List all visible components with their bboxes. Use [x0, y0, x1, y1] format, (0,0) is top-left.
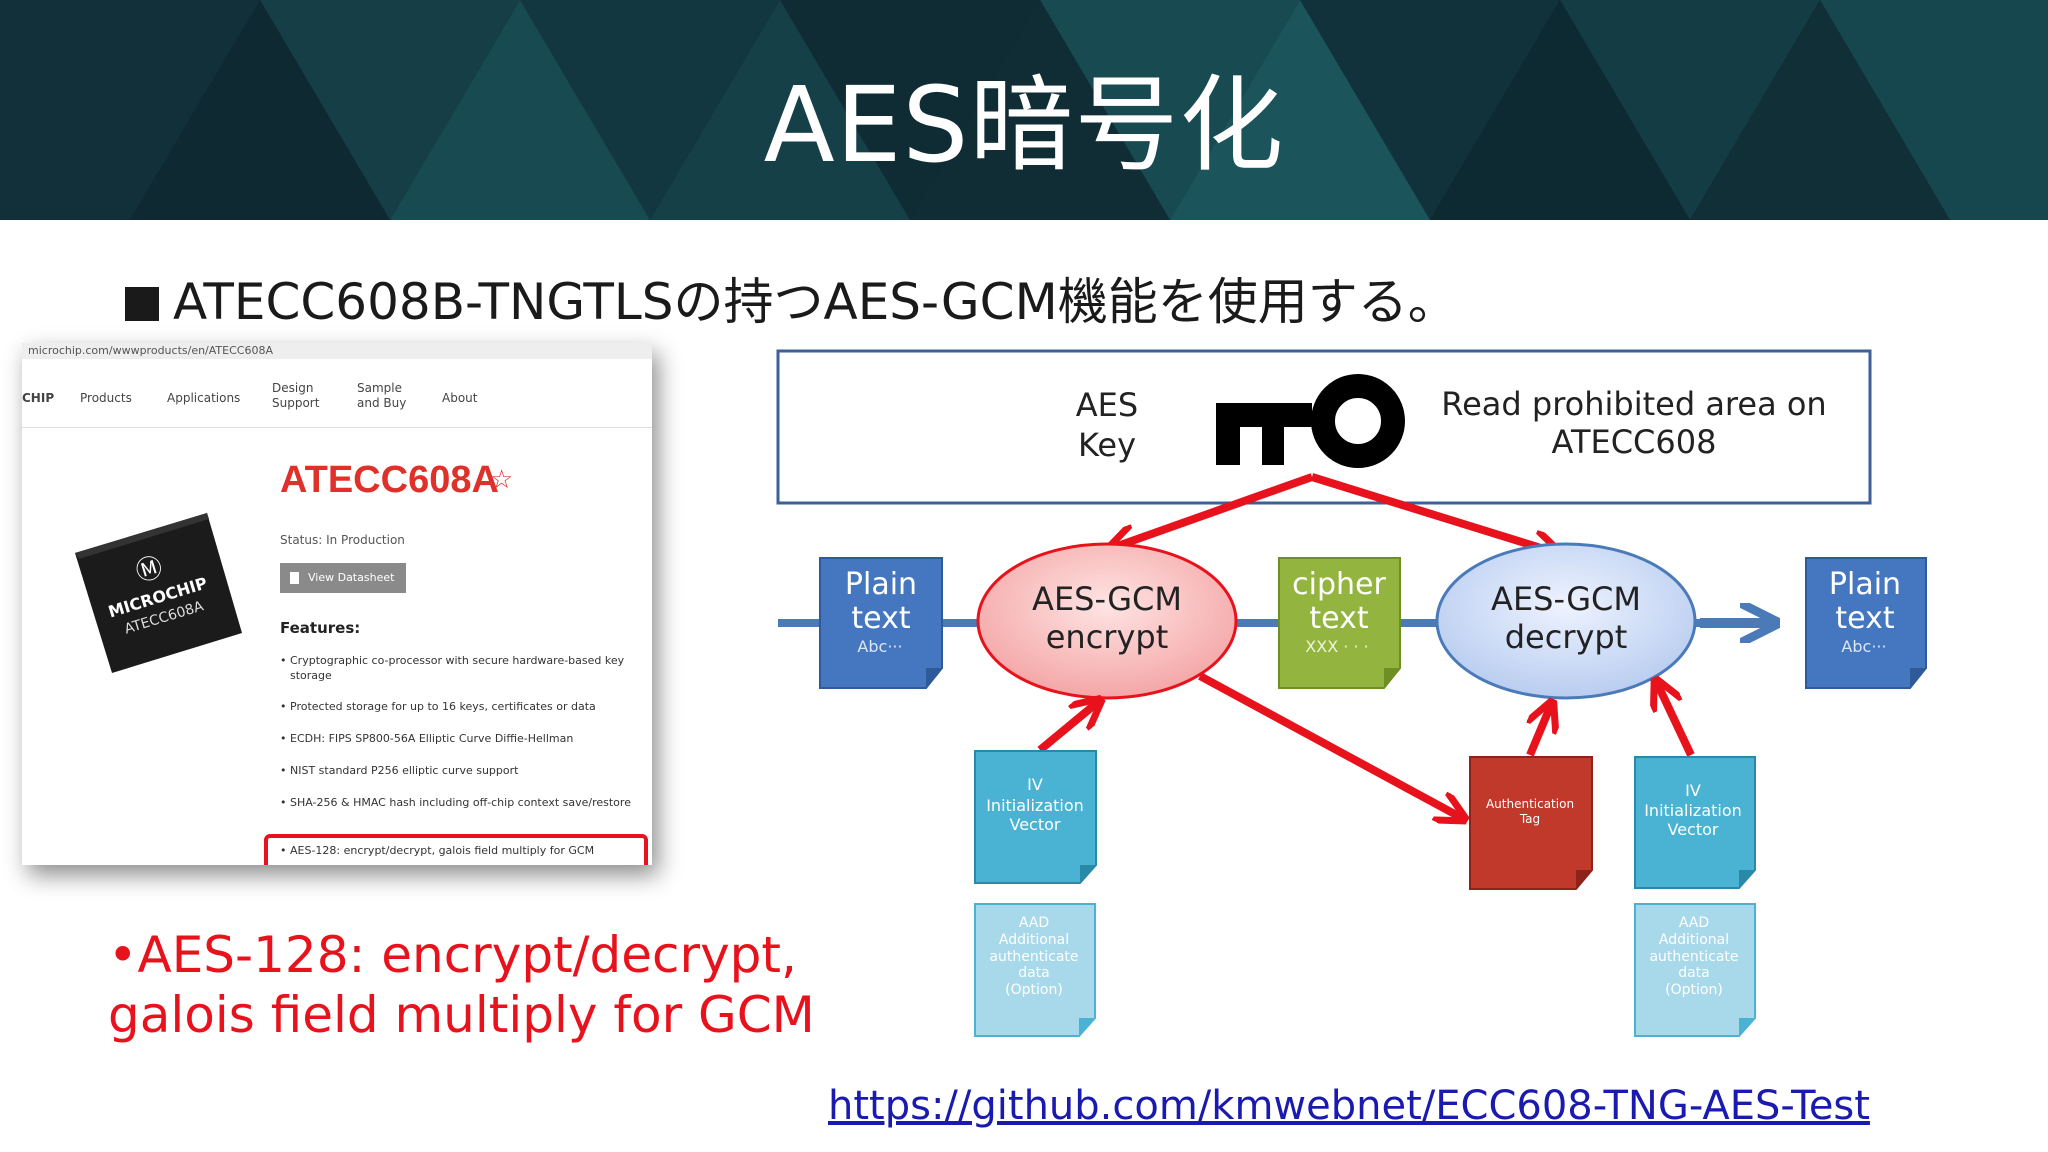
- slide-title: AES暗号化: [763, 64, 1285, 186]
- aes-caption: •AES-128: encrypt/decrypt, galois field …: [108, 925, 815, 1045]
- encrypt-line2: encrypt: [1046, 618, 1169, 656]
- address-bar: microchip.com/wwwproducts/en/ATECC608A: [22, 343, 652, 359]
- nav-products[interactable]: Products: [80, 391, 132, 405]
- aes-key-box: AES Key Read prohibited area on ATECC608: [776, 349, 1872, 505]
- key-label-line1: AES: [1076, 386, 1138, 424]
- decrypt-line1: AES-GCM: [1491, 580, 1641, 618]
- plain-in-line1: Plain: [845, 567, 917, 602]
- nav-applications[interactable]: Applications: [167, 391, 241, 405]
- iv-left-line3: Vector: [1010, 815, 1061, 834]
- iv-to-encrypt-arrow: [1037, 702, 1098, 754]
- plain-out-line1: Plain: [1829, 567, 1901, 602]
- auth-tag-line2: Tag: [1519, 812, 1540, 826]
- plain-in-line2: text: [851, 601, 910, 636]
- iv-right-line2: Initialization: [1644, 801, 1742, 820]
- feature-item: SHA-256 & HMAC hash including off-chip c…: [280, 795, 640, 810]
- aad-left-line1: AAD: [1019, 915, 1049, 931]
- feature-item: Cryptographic co-processor with secure h…: [280, 653, 640, 683]
- document-icon: [290, 572, 299, 584]
- iv-right-line1: IV: [1685, 781, 1701, 800]
- aes-caption-line1: •AES-128: encrypt/decrypt,: [108, 926, 797, 984]
- feature-item: Protected storage for up to 16 keys, cer…: [280, 699, 640, 714]
- product-page-screenshot: microchip.com/wwwproducts/en/ATECC608A C…: [22, 343, 652, 865]
- iv-left-box: IV Initialization Vector: [974, 750, 1097, 884]
- view-datasheet-button[interactable]: View Datasheet: [280, 563, 406, 593]
- product-title: ATECC608A: [280, 459, 499, 501]
- feature-item: ECDH: FIPS SP800-56A Elliptic Curve Diff…: [280, 731, 640, 746]
- iv-left-line1: IV: [1027, 775, 1043, 794]
- site-nav: CHIP Products Applications Design Suppor…: [22, 379, 652, 419]
- nav-about[interactable]: About: [442, 391, 478, 405]
- iv-left-line2: Initialization: [986, 796, 1084, 815]
- chip-image: Ⓜ MICROCHIP ATECC608A: [75, 513, 242, 673]
- decrypt-node: AES-GCM decrypt: [1435, 542, 1697, 700]
- iv-to-decrypt-arrow: [1657, 683, 1695, 757]
- plaintext-output-box: Plain text Abc···: [1805, 557, 1927, 689]
- aad-right-line3: authenticate: [1649, 949, 1738, 965]
- view-datasheet-label: View Datasheet: [308, 571, 395, 584]
- aad-left-box: AAD Additional authenticate data (Option…: [974, 903, 1096, 1037]
- square-bullet-icon: [125, 287, 159, 321]
- key-note-line1: Read prohibited area on: [1441, 385, 1826, 423]
- aes-caption-line2: galois field multiply for GCM: [108, 986, 815, 1044]
- nav-sample-buy[interactable]: Sample and Buy: [357, 381, 407, 410]
- aad-left-line4: data: [1018, 965, 1050, 981]
- auth-tag-box: Authentication Tag: [1469, 756, 1593, 890]
- aad-right-line1: AAD: [1679, 915, 1709, 931]
- nav-divider: [22, 427, 652, 428]
- cipher-line1: cipher: [1292, 567, 1386, 602]
- plaintext-input-box: Plain text Abc···: [819, 557, 943, 689]
- aes-feature-highlight: [264, 834, 648, 865]
- cipher-sub: XXX · · ·: [1305, 637, 1368, 656]
- bullet-text: ATECC608B-TNGTLSの持つAES-GCM機能を使用する。: [173, 273, 1458, 331]
- key-icon: [1216, 374, 1405, 468]
- iv-right-line3: Vector: [1668, 820, 1719, 839]
- github-repo-link[interactable]: https://github.com/kmwebnet/ECC608-TNG-A…: [828, 1083, 1870, 1129]
- plain-out-sub: Abc···: [1841, 637, 1886, 656]
- auth-tag-line1: Authentication: [1486, 797, 1574, 811]
- nav-brand: CHIP: [22, 391, 55, 405]
- encrypt-to-tag-arrow: [1198, 672, 1462, 818]
- ciphertext-box: cipher text XXX · · ·: [1278, 557, 1401, 689]
- aad-left-line2: Additional: [999, 932, 1069, 948]
- encrypt-line1: AES-GCM: [1032, 580, 1182, 618]
- aad-right-line2: Additional: [1659, 932, 1729, 948]
- aad-right-line4: data: [1678, 965, 1710, 981]
- product-status: Status: In Production: [280, 533, 405, 547]
- encrypt-node: AES-GCM encrypt: [976, 542, 1238, 700]
- tag-to-decrypt-arrow: [1526, 705, 1551, 757]
- banner-background: [0, 0, 2048, 220]
- aad-right-line5: (Option): [1665, 982, 1723, 998]
- key-note-line2: ATECC608: [1552, 423, 1717, 461]
- aad-left-line3: authenticate: [989, 949, 1078, 965]
- key-label-line2: Key: [1078, 426, 1136, 464]
- nav-design-support[interactable]: Design Support: [272, 381, 320, 410]
- plain-out-line2: text: [1835, 601, 1894, 636]
- feature-item-aes: AES-128: encrypt/decrypt, galois field m…: [280, 843, 640, 858]
- cipher-line2: text: [1309, 601, 1368, 636]
- iv-right-box: IV Initialization Vector: [1634, 756, 1756, 889]
- bullet-line: ATECC608B-TNGTLSの持つAES-GCM機能を使用する。: [125, 262, 1458, 334]
- favorite-star-icon[interactable]: ☆: [490, 465, 514, 495]
- features-heading: Features:: [280, 619, 361, 637]
- header-banner: AES暗号化: [0, 0, 2048, 220]
- feature-item: NIST standard P256 elliptic curve suppor…: [280, 763, 640, 778]
- aad-left-line5: (Option): [1005, 982, 1063, 998]
- key-to-decrypt-arrow: [1310, 473, 1557, 553]
- aad-right-box: AAD Additional authenticate data (Option…: [1634, 903, 1756, 1037]
- decrypt-line2: decrypt: [1505, 618, 1628, 656]
- plain-in-sub: Abc···: [857, 637, 902, 656]
- key-to-encrypt-arrow: [1112, 473, 1314, 548]
